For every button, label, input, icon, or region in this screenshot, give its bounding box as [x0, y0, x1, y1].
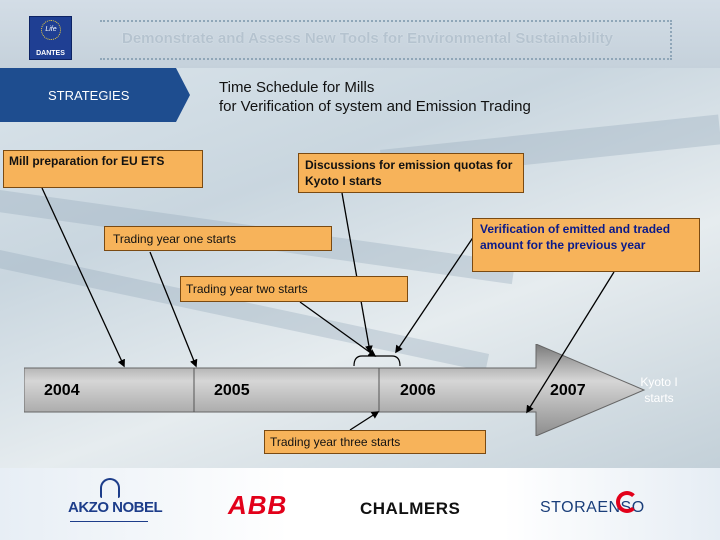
event-discussions: Discussions for emission quotas for Kyot…	[298, 153, 524, 193]
event-mill-prep: Mill preparation for EU ETS	[3, 150, 203, 188]
stora-enso-mark-icon	[616, 491, 638, 513]
bracket-2006	[353, 355, 401, 367]
event-trading-two: Trading year two starts	[180, 276, 408, 302]
section-label: STRATEGIES	[48, 88, 130, 103]
connector-verification	[395, 235, 475, 354]
section-band	[0, 68, 190, 122]
dantes-logo: Life DANTES	[29, 16, 72, 60]
slide-title: Time Schedule for Mills for Verification…	[219, 78, 531, 116]
year-label: 2004	[44, 382, 80, 399]
event-trading-three: Trading year three starts	[264, 430, 486, 454]
year-label: 2006	[400, 382, 436, 399]
timeline-bar	[24, 344, 646, 436]
header-divider	[670, 20, 672, 60]
header-divider	[100, 20, 672, 22]
connector-discussions	[341, 192, 373, 354]
header-bar: Life DANTES Demonstrate and Assess New T…	[0, 0, 720, 68]
connector-mill-prep	[41, 187, 125, 368]
logo-label: DANTES	[36, 50, 65, 57]
timeline-arrow	[24, 344, 646, 436]
slide-title-line: for Verification of system and Emission …	[219, 98, 531, 115]
partner-logos-band	[0, 468, 720, 540]
connector-trading-three	[349, 411, 380, 431]
abb-logo: ABB	[228, 490, 288, 520]
akzo-underline	[70, 521, 148, 522]
year-label: 2005	[214, 382, 250, 399]
connector-kyoto	[526, 271, 615, 414]
akzo-figure-icon	[100, 478, 120, 498]
event-verification: Verification of emitted and traded amoun…	[472, 218, 700, 272]
kyoto-label: Kyoto I starts	[640, 375, 678, 405]
slide-title-line: Time Schedule for Mills	[219, 79, 375, 96]
header-divider	[100, 58, 672, 60]
connector-lines	[41, 187, 615, 431]
life-emblem-icon: Life	[41, 20, 61, 40]
akzo-nobel-logo: AKZO NOBEL	[68, 499, 163, 516]
chalmers-logo: CHALMERS	[360, 499, 461, 518]
connector-trading-two	[299, 301, 377, 357]
year-label: 2007	[550, 382, 586, 399]
event-trading-one: Trading year one starts	[104, 226, 332, 251]
header-title: Demonstrate and Assess New Tools for Env…	[122, 30, 613, 47]
connector-trading-one	[149, 251, 198, 368]
